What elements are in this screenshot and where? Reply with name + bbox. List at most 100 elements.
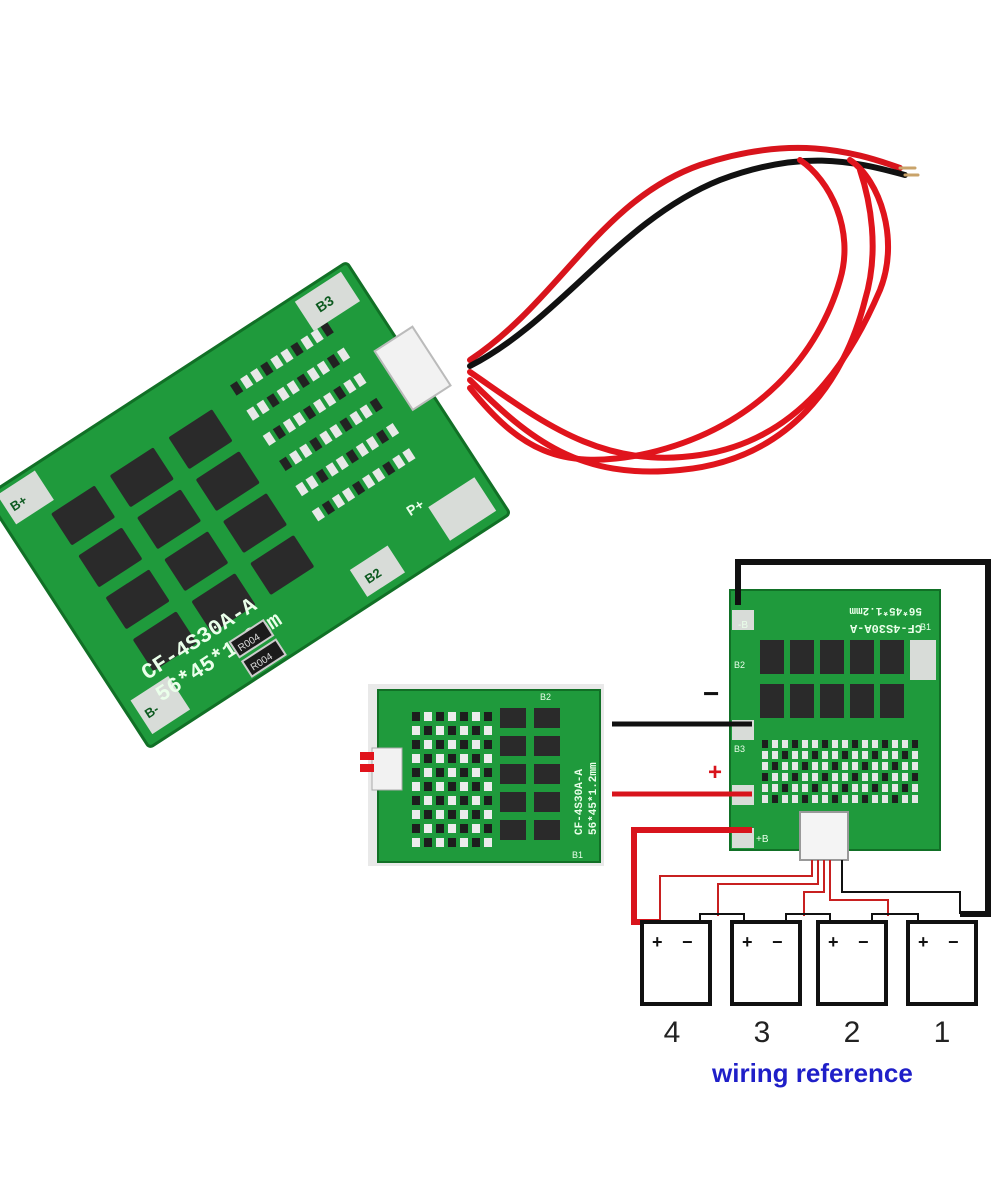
- smd-part: [329, 423, 343, 439]
- smd-part: [484, 726, 492, 735]
- smd-part: [460, 712, 468, 721]
- smd-part: [912, 784, 918, 792]
- smd-part: [412, 754, 420, 763]
- smd-part: [472, 754, 480, 763]
- smd-part: [250, 368, 264, 383]
- smd-part: [472, 782, 480, 791]
- smd-part: [792, 762, 798, 770]
- smd-part: [424, 768, 432, 777]
- smd-part: [812, 762, 818, 770]
- smd-part: [862, 762, 868, 770]
- smd-part: [240, 374, 254, 390]
- smd-part: [882, 784, 888, 792]
- smd-part: [892, 762, 898, 770]
- mosfet: [820, 684, 844, 718]
- smd-part: [280, 348, 294, 363]
- pad-b-plus: [0, 470, 54, 525]
- smd-part: [290, 341, 304, 357]
- wiring-plus-sign: +: [708, 759, 722, 786]
- smd-part: [436, 712, 444, 721]
- smd-part: [448, 838, 456, 847]
- mosfet: [164, 531, 228, 591]
- smd-part: [802, 762, 808, 770]
- smd-part: [484, 810, 492, 819]
- smd-part: [762, 740, 768, 748]
- smd-part: [436, 754, 444, 763]
- smd-part: [484, 712, 492, 721]
- smd-part: [300, 335, 314, 350]
- smd-part: [892, 740, 898, 748]
- smd-part: [822, 795, 828, 803]
- smd-part: [295, 481, 309, 497]
- smd-part: [782, 784, 788, 792]
- smd-part: [448, 712, 456, 721]
- smd-part: [436, 838, 444, 847]
- smd-part: [872, 795, 878, 803]
- mosfet: [169, 409, 232, 469]
- smd-part: [392, 454, 406, 470]
- smd-part: [872, 751, 878, 759]
- pad-b-minus: [130, 676, 191, 735]
- smd-part: [412, 838, 420, 847]
- smd-part: [321, 500, 336, 515]
- smd-part: [892, 795, 898, 803]
- smd-part: [270, 355, 284, 370]
- smd-part: [822, 784, 828, 792]
- smd-part: [882, 762, 888, 770]
- smd-part: [460, 810, 468, 819]
- smd-part: [436, 782, 444, 791]
- smd-part: [832, 784, 838, 792]
- smd-part: [882, 751, 888, 759]
- cell-number-1: 1: [933, 1016, 951, 1049]
- smd-part: [306, 367, 320, 382]
- smd-part: [792, 795, 798, 803]
- smd-part: [266, 393, 280, 408]
- mosfet-array-back: [500, 708, 560, 840]
- smd-part: [822, 773, 828, 781]
- smd-part: [472, 768, 480, 777]
- mosfet: [534, 708, 560, 728]
- cell-plus-terminal: +: [742, 932, 753, 952]
- smd-part: [460, 796, 468, 805]
- smd-part: [772, 773, 778, 781]
- smd-part: [472, 824, 480, 833]
- pcb-diagram-label-b1: B1: [920, 622, 931, 632]
- smd-part: [902, 795, 908, 803]
- smd-part: [262, 431, 276, 446]
- smd-part: [912, 751, 918, 759]
- smd-part: [792, 784, 798, 792]
- smd-part: [230, 381, 244, 396]
- smd-part: [762, 773, 768, 781]
- smd-part: [802, 751, 808, 759]
- wire-b-minus-loop: [735, 559, 991, 917]
- smd-part: [782, 740, 788, 748]
- smd-part: [862, 795, 868, 803]
- smd-part: [472, 726, 480, 735]
- smd-part: [315, 468, 329, 484]
- cell-body: [640, 920, 712, 1006]
- smd-part: [772, 751, 778, 759]
- mosfet: [760, 684, 784, 718]
- smd-part: [311, 506, 325, 522]
- smd-part: [912, 795, 918, 803]
- battery-cell: +−: [816, 920, 888, 1006]
- mosfet: [850, 640, 874, 674]
- smd-part: [762, 795, 768, 803]
- smd-part: [842, 751, 848, 759]
- smd-part: [842, 795, 848, 803]
- smd-part: [424, 796, 432, 805]
- mosfet: [850, 684, 874, 718]
- mosfet: [78, 528, 142, 587]
- smd-part: [436, 740, 444, 749]
- smd-part: [832, 762, 838, 770]
- smd-part: [484, 838, 492, 847]
- smd-part: [472, 740, 480, 749]
- smd-part: [882, 740, 888, 748]
- smd-part: [802, 740, 808, 748]
- smd-part: [792, 740, 798, 748]
- smd-part: [289, 450, 303, 465]
- smd-part: [339, 417, 353, 432]
- smd-part: [892, 751, 898, 759]
- smd-part: [772, 784, 778, 792]
